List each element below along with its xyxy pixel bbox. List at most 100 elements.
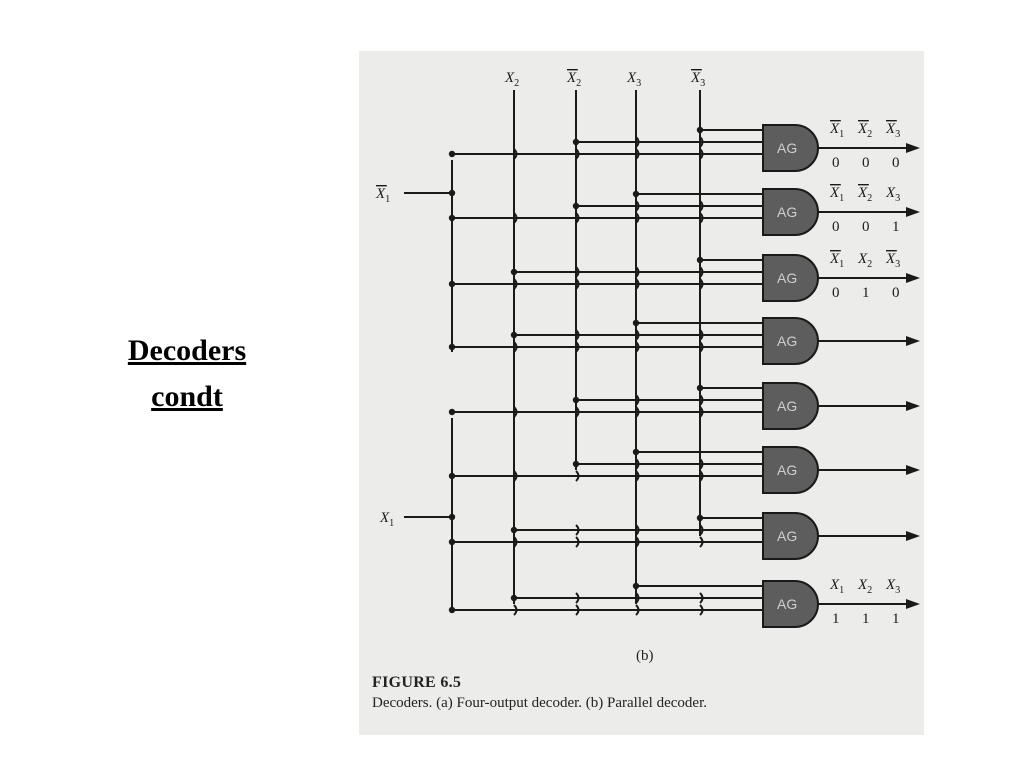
- svg-text:X3: X3: [885, 577, 900, 596]
- svg-text:X1: X1: [379, 510, 394, 529]
- output-arrowhead: [906, 531, 920, 541]
- output-arrowhead: [906, 599, 920, 609]
- wire-crossover: [513, 470, 518, 482]
- output-code-digit: 0: [892, 155, 900, 171]
- and-gate-7: [762, 512, 819, 560]
- figure-caption: Decoders. (a) Four-output decoder. (b) P…: [372, 695, 707, 711]
- wire-crossover: [635, 592, 640, 604]
- wire-crossover: [699, 592, 704, 604]
- output-term-label: X1: [829, 119, 844, 140]
- wire-crossover: [513, 278, 518, 290]
- wire-crossover: [699, 524, 704, 536]
- svg-text:X1: X1: [829, 185, 844, 204]
- junction-dot: [448, 408, 456, 416]
- wire-crossover: [635, 604, 640, 616]
- output-code-digit: 1: [832, 611, 840, 627]
- output-term-label: X2: [857, 251, 872, 270]
- output-term-label: X3: [885, 249, 900, 270]
- output-term-label: X3: [885, 577, 900, 596]
- svg-text:X2: X2: [857, 185, 872, 204]
- wire-crossover: [699, 200, 704, 212]
- wire-crossover: [699, 136, 704, 148]
- junction-dot: [448, 513, 456, 521]
- output-arrowhead: [906, 465, 920, 475]
- svg-text:X3: X3: [885, 185, 900, 204]
- junction-dot: [572, 460, 580, 468]
- svg-text:X1: X1: [829, 251, 844, 270]
- wire-crossover: [575, 329, 580, 341]
- junction-dot: [696, 126, 704, 134]
- input-label-x2: X2: [504, 70, 519, 89]
- output-term-label: X2: [857, 183, 872, 204]
- wire-crossover: [635, 136, 640, 148]
- output-arrowhead: [906, 143, 920, 153]
- gate-label: AG: [777, 462, 797, 478]
- output-code-digit: 1: [892, 219, 900, 235]
- wire-crossover: [699, 394, 704, 406]
- slide-title-line-1: Decoders: [127, 334, 247, 367]
- svg-text:X2: X2: [504, 70, 519, 89]
- figure-sublabel: (b): [636, 648, 654, 664]
- junction-dot: [448, 150, 456, 158]
- junction-dot: [448, 343, 456, 351]
- junction-dot: [448, 472, 456, 480]
- gate-label: AG: [777, 140, 797, 156]
- output-term-label: X2: [857, 119, 872, 140]
- junction-dot: [572, 396, 580, 404]
- junction-dot: [632, 190, 640, 198]
- input-label-not-x3: X3: [690, 68, 705, 89]
- and-gate-2: [762, 188, 819, 236]
- wire-crossover: [699, 278, 704, 290]
- junction-dot: [696, 256, 704, 264]
- scanned-figure: [359, 51, 924, 735]
- wire-crossover: [699, 458, 704, 470]
- wire-crossover: [575, 212, 580, 224]
- wire-crossover: [635, 329, 640, 341]
- svg-text:X3: X3: [690, 70, 705, 89]
- svg-text:X1: X1: [375, 186, 390, 205]
- wire-crossover: [513, 406, 518, 418]
- and-gate-3: [762, 254, 819, 302]
- wire-crossover: [699, 212, 704, 224]
- wire-crossover: [575, 524, 580, 536]
- input-label-x1: X1: [379, 510, 394, 529]
- output-arrowhead: [906, 336, 920, 346]
- wire-crossover: [575, 592, 580, 604]
- wire-crossover: [635, 458, 640, 470]
- svg-text:X2: X2: [857, 121, 872, 140]
- output-code-digit: 0: [862, 219, 870, 235]
- output-code-digit: 0: [892, 285, 900, 301]
- wire-crossover: [635, 536, 640, 548]
- output-term-label: X1: [829, 249, 844, 270]
- junction-dot: [632, 448, 640, 456]
- junction-dot: [510, 594, 518, 602]
- wire-crossover: [635, 148, 640, 160]
- gate-label: AG: [777, 528, 797, 544]
- svg-text:X2: X2: [857, 251, 872, 270]
- and-gate-6: [762, 446, 819, 494]
- wire-crossover: [635, 278, 640, 290]
- wire-crossover: [635, 470, 640, 482]
- junction-dot: [632, 582, 640, 590]
- output-term-label: X1: [829, 183, 844, 204]
- output-code-digit: 1: [892, 611, 900, 627]
- wire-crossover: [575, 341, 580, 353]
- svg-text:X1: X1: [829, 577, 844, 596]
- junction-dot: [510, 331, 518, 339]
- figure-caption-title: FIGURE 6.5: [372, 674, 462, 691]
- junction-dot: [448, 606, 456, 614]
- wire-crossover: [635, 200, 640, 212]
- svg-text:X1: X1: [829, 121, 844, 140]
- output-code-digit: 0: [832, 285, 840, 301]
- wire-crossover: [699, 148, 704, 160]
- output-code-digit: 1: [862, 611, 870, 627]
- junction-dot: [632, 319, 640, 327]
- and-gate-1: [762, 124, 819, 172]
- wire-crossover: [575, 266, 580, 278]
- wire-crossover: [635, 212, 640, 224]
- gate-label: AG: [777, 333, 797, 349]
- input-label-not-x2: X2: [566, 68, 581, 89]
- junction-dot: [572, 138, 580, 146]
- input-label-x3: X3: [626, 70, 641, 89]
- output-arrowhead: [906, 207, 920, 217]
